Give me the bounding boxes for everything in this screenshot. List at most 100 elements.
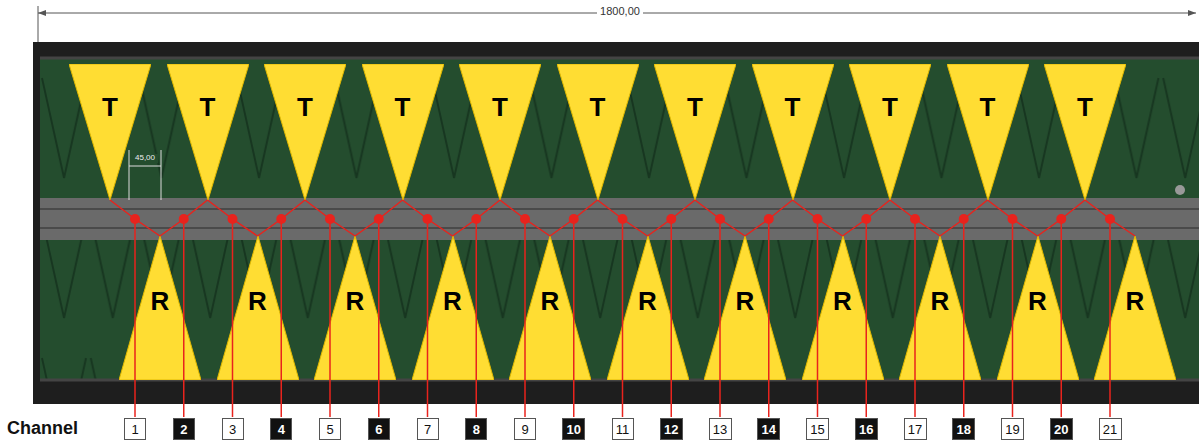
receive-antenna: R bbox=[412, 236, 494, 380]
receive-antenna: R bbox=[997, 236, 1079, 380]
channel-number: 1 bbox=[131, 423, 138, 436]
transmit-antenna: T bbox=[849, 64, 931, 200]
channel-box: 8 bbox=[465, 418, 487, 440]
antenna-triangle bbox=[412, 236, 494, 380]
channel-box: 13 bbox=[709, 418, 732, 440]
antenna-shape bbox=[167, 64, 249, 200]
antenna-letter: T bbox=[785, 94, 801, 120]
channel-number: 8 bbox=[473, 423, 480, 436]
channel-number: 7 bbox=[424, 423, 431, 436]
channel-number: 17 bbox=[908, 423, 922, 436]
antenna-letter: R bbox=[151, 288, 170, 314]
antenna-triangle bbox=[217, 236, 299, 380]
channel-feed bbox=[817, 219, 819, 417]
antenna-pair-link bbox=[305, 200, 355, 236]
row-heading: Channel bbox=[4, 419, 81, 439]
channel-box: 14 bbox=[757, 418, 780, 440]
transmit-antenna: T bbox=[459, 64, 541, 200]
antenna-triangle bbox=[997, 236, 1079, 380]
channel-feed bbox=[1061, 219, 1063, 417]
channel-dot bbox=[228, 214, 238, 224]
antenna-letter: R bbox=[1126, 288, 1145, 314]
antenna-letter: R bbox=[541, 288, 560, 314]
antenna-triangle bbox=[899, 236, 981, 380]
channel-box: 2 bbox=[173, 418, 195, 440]
board-frame bbox=[33, 42, 1199, 404]
antenna-letter: R bbox=[346, 288, 365, 314]
channel-feed bbox=[671, 219, 673, 417]
channel-box: 18 bbox=[952, 418, 975, 440]
antenna-pair-link bbox=[355, 200, 403, 236]
antenna-pair-link bbox=[1085, 200, 1135, 236]
antenna-pair-link bbox=[988, 200, 1038, 236]
channel-dot bbox=[569, 214, 579, 224]
antenna-pair-link bbox=[648, 200, 696, 236]
antenna-letter: T bbox=[297, 94, 313, 120]
channel-number: 15 bbox=[810, 423, 824, 436]
antenna-pair-link bbox=[258, 200, 306, 236]
antenna-triangle bbox=[1094, 236, 1176, 380]
channel-number: 20 bbox=[1054, 423, 1068, 436]
channel-box: 20 bbox=[1050, 418, 1073, 440]
channel-feed bbox=[427, 219, 429, 417]
antenna-letter: R bbox=[638, 288, 657, 314]
antenna-pair-link bbox=[793, 200, 843, 236]
antenna-pair-link bbox=[208, 200, 258, 236]
channel-box: 3 bbox=[222, 418, 244, 440]
transmit-antenna: T bbox=[1044, 64, 1126, 200]
channel-feed bbox=[768, 219, 770, 417]
transmit-antenna: T bbox=[362, 64, 444, 200]
channel-feed bbox=[329, 219, 331, 417]
channel-feed bbox=[1012, 219, 1014, 417]
channel-feed bbox=[1109, 219, 1111, 417]
channel-feed bbox=[281, 219, 283, 417]
transmit-antenna: T bbox=[167, 64, 249, 200]
receive-antenna: R bbox=[509, 236, 591, 380]
antenna-pair-link bbox=[940, 200, 988, 236]
channel-box: 16 bbox=[855, 418, 878, 440]
antenna-shape bbox=[1044, 64, 1126, 200]
antenna-letter: R bbox=[443, 288, 462, 314]
channel-dot bbox=[910, 214, 920, 224]
channel-feed bbox=[866, 219, 868, 417]
antenna-triangle bbox=[69, 64, 151, 200]
channel-feed bbox=[719, 219, 721, 417]
channel-dot bbox=[276, 214, 286, 224]
channel-number: 5 bbox=[326, 423, 333, 436]
dimension-value: 1800,00 bbox=[597, 5, 643, 17]
channel-box: 17 bbox=[904, 418, 927, 440]
channel-number: 18 bbox=[957, 423, 971, 436]
receive-antenna: R bbox=[314, 236, 396, 380]
frame-edge bbox=[40, 57, 1199, 60]
receive-antenna: R bbox=[704, 236, 786, 380]
antenna-triangle bbox=[557, 64, 639, 200]
antenna-pair-link bbox=[1038, 200, 1086, 236]
antenna-letter: T bbox=[200, 94, 216, 120]
antenna-pair-link bbox=[403, 200, 453, 236]
channel-number: 11 bbox=[616, 423, 630, 436]
dimension-extension bbox=[38, 6, 39, 44]
antenna-letter: R bbox=[833, 288, 852, 314]
center-rail bbox=[40, 198, 1199, 240]
channel-dot bbox=[179, 214, 189, 224]
channel-number: 3 bbox=[229, 423, 236, 436]
dimension-extension bbox=[161, 150, 162, 200]
channel-box: 21 bbox=[1099, 418, 1122, 440]
channel-box: 12 bbox=[660, 418, 683, 440]
mount-screw bbox=[1175, 185, 1185, 195]
antenna-letter: T bbox=[980, 94, 996, 120]
transmit-antenna: T bbox=[557, 64, 639, 200]
antenna-triangle bbox=[704, 236, 786, 380]
channel-box: 15 bbox=[806, 418, 829, 440]
channel-dot bbox=[520, 214, 530, 224]
antenna-triangle bbox=[752, 64, 834, 200]
channel-box: 1 bbox=[124, 418, 146, 440]
antenna-shape bbox=[362, 64, 444, 200]
antenna-triangle bbox=[167, 64, 249, 200]
channel-number: 6 bbox=[375, 423, 382, 436]
channel-dot bbox=[374, 214, 384, 224]
transmit-antenna: T bbox=[947, 64, 1029, 200]
channel-dot bbox=[959, 214, 969, 224]
antenna-triangle bbox=[607, 236, 689, 380]
